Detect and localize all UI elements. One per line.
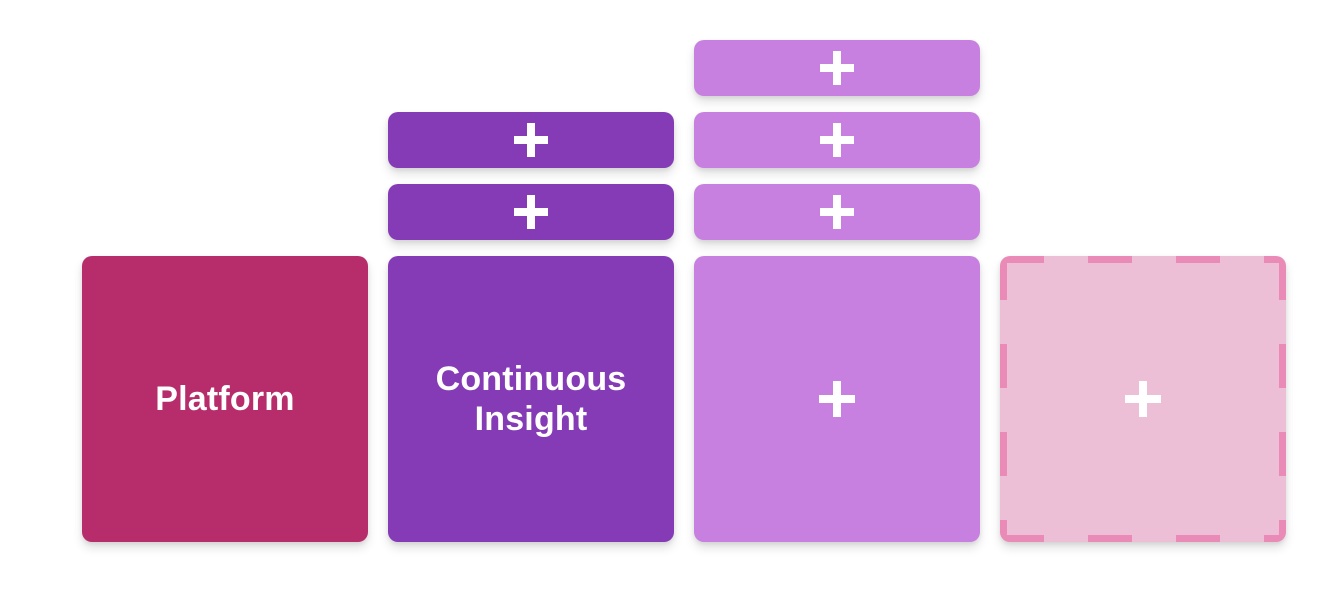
plus-icon: [819, 381, 855, 417]
platform-label: Platform: [155, 380, 295, 418]
continuous-add-bar-1[interactable]: [388, 112, 674, 168]
platform-tile[interactable]: Platform: [82, 256, 368, 542]
plus-icon: [1125, 381, 1161, 417]
light-add-bar-3[interactable]: [694, 184, 980, 240]
continuous-insight-label: Continuous Insight: [435, 360, 627, 438]
light-add-tile[interactable]: [694, 256, 980, 542]
plus-icon: [820, 195, 854, 229]
continuous-add-bar-2[interactable]: [388, 184, 674, 240]
plus-icon: [820, 51, 854, 85]
placeholder-add-tile[interactable]: [1000, 256, 1286, 542]
plus-icon: [514, 195, 548, 229]
plus-icon: [514, 123, 548, 157]
light-add-bar-2[interactable]: [694, 112, 980, 168]
plus-icon: [820, 123, 854, 157]
continuous-insight-tile[interactable]: Continuous Insight: [388, 256, 674, 542]
light-add-bar-1[interactable]: [694, 40, 980, 96]
